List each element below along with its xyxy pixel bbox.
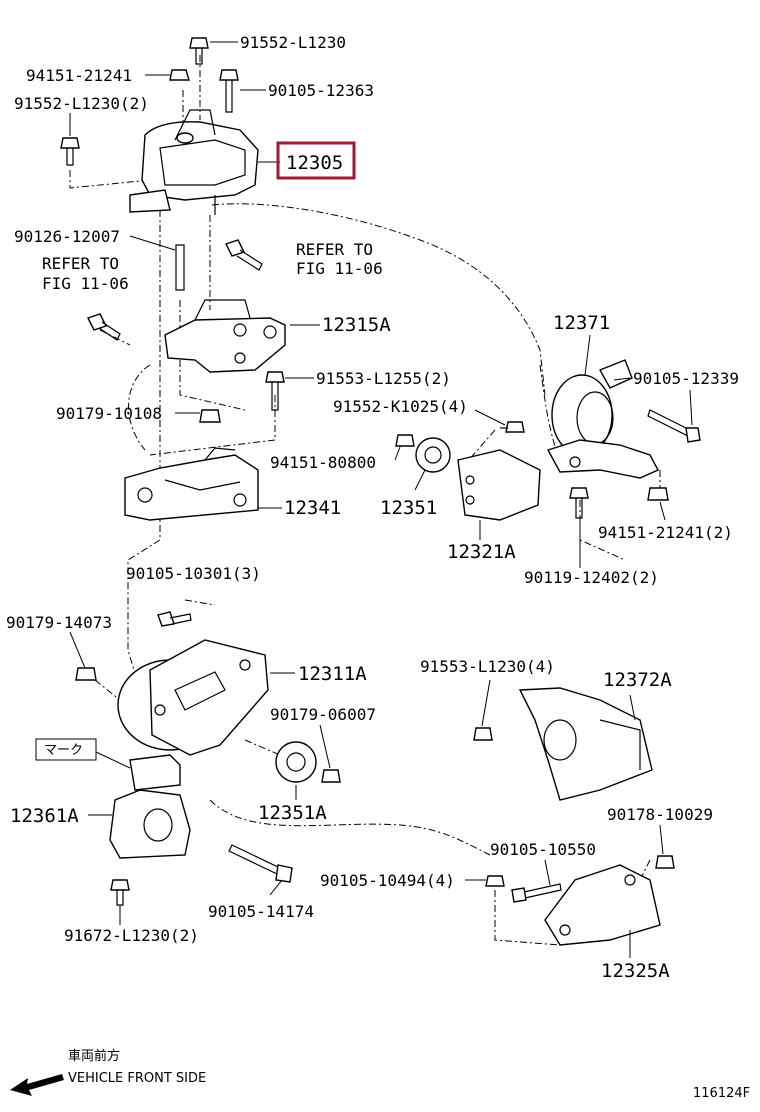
label-12351A[interactable]: 12351A (258, 802, 327, 824)
part-12325A-illustration (544, 864, 661, 946)
label-94151-80800[interactable]: 94151-80800 (270, 453, 376, 472)
label-90105-14174[interactable]: 90105-14174 (208, 902, 314, 921)
bolt-90105-10494 (485, 875, 505, 887)
nut-94151-21241-right (647, 487, 669, 501)
bolt-90119-12402 (569, 487, 589, 519)
bolt-90105-10550 (511, 883, 562, 903)
label-90178-10029[interactable]: 90178-10029 (607, 805, 713, 824)
bolt-91552-L1230-top (189, 37, 209, 65)
label-90105-10494-4[interactable]: 90105-10494(4) (320, 871, 455, 890)
label-12315A[interactable]: 12315A (322, 314, 391, 336)
part-12341-illustration (124, 447, 259, 521)
bolt-91553-L1230 (473, 727, 493, 741)
label-91552-L1230[interactable]: 91552-L1230 (240, 33, 346, 52)
nut-90178-10029 (655, 855, 675, 869)
label-90179-14073[interactable]: 90179-14073 (6, 613, 112, 632)
part-12321A-illustration (457, 449, 541, 521)
leader-lines (69, 41, 693, 958)
mark-box (35, 738, 97, 761)
part-12311A-illustration (117, 639, 269, 756)
label-12372A[interactable]: 12372A (603, 669, 672, 691)
bolt-90105-10301 (157, 611, 192, 627)
label-mark: マーク (44, 743, 83, 758)
label-90105-10550[interactable]: 90105-10550 (490, 840, 596, 859)
label-94151-21241[interactable]: 94151-21241 (26, 66, 132, 85)
label-12305[interactable]: 12305 (286, 152, 343, 174)
bolt-refer-right (225, 239, 263, 271)
arrow-left-icon (10, 1074, 64, 1096)
label-90105-12363[interactable]: 90105-12363 (268, 81, 374, 100)
nut-90179-14073 (75, 667, 97, 681)
bolt-91672-L1230 (110, 879, 130, 906)
part-12351-illustration (415, 437, 451, 473)
bolt-90105-14174 (228, 844, 293, 883)
part-labels: 91552-L1230 94151-21241 90105-12363 9155… (6, 33, 739, 982)
label-90105-10301-3[interactable]: 90105-10301(3) (126, 564, 261, 583)
label-91552-K1025-4[interactable]: 91552-K1025(4) (333, 397, 468, 416)
stud-90126-12007 (175, 244, 185, 291)
label-91672-L1230-2[interactable]: 91672-L1230(2) (64, 926, 199, 945)
bolt-91552-K1025 (500, 421, 525, 433)
refer-note-left-line2: FIG 11-06 (42, 274, 129, 293)
nut-90179-06007 (321, 769, 341, 783)
refer-note-right-line2: FIG 11-06 (296, 259, 383, 278)
bolt-refer-left (87, 313, 121, 341)
vehicle-front-indicator: 車両前方 VEHICLE FRONT SIDE (10, 1048, 206, 1096)
label-90126-12007[interactable]: 90126-12007 (14, 227, 120, 246)
highlight-box-12305 (276, 141, 356, 180)
label-90105-12339[interactable]: 90105-12339 (633, 369, 739, 388)
part-12371-illustration (546, 359, 659, 479)
part-12305-illustration (129, 109, 259, 215)
label-12351[interactable]: 12351 (380, 497, 437, 519)
label-91552-L1230-2[interactable]: 91552-L1230(2) (14, 94, 149, 113)
part-12315A-illustration (164, 299, 286, 373)
label-94151-21241-2[interactable]: 94151-21241(2) (598, 523, 733, 542)
refer-note-left-line1: REFER TO (42, 254, 119, 273)
label-91553-L1255-2[interactable]: 91553-L1255(2) (316, 369, 451, 388)
bolt-91553-L1255 (265, 371, 285, 411)
part-12372A-illustration (518, 687, 653, 801)
front-label-en: VEHICLE FRONT SIDE (68, 1071, 206, 1086)
part-12351A-illustration (275, 741, 317, 783)
label-90179-06007[interactable]: 90179-06007 (270, 705, 376, 724)
part-12361A-illustration (109, 754, 191, 859)
bolt-90105-12339 (647, 409, 701, 443)
label-91553-L1230-4[interactable]: 91553-L1230(4) (420, 657, 555, 676)
figure-code: 116124F (693, 1086, 750, 1101)
label-12361A[interactable]: 12361A (10, 805, 79, 827)
label-90179-10108[interactable]: 90179-10108 (56, 404, 162, 423)
nut-90179-10108 (199, 409, 221, 423)
bolt-90105-12363 (219, 69, 239, 113)
label-12325A[interactable]: 12325A (601, 960, 670, 982)
nut-94151-21241-top (169, 69, 190, 81)
label-90119-12402-2[interactable]: 90119-12402(2) (524, 568, 659, 587)
front-label-jp: 車両前方 (68, 1048, 120, 1064)
label-12341[interactable]: 12341 (284, 497, 341, 519)
label-12371[interactable]: 12371 (553, 312, 610, 334)
bolt-91552-L1230-left (60, 137, 80, 166)
label-12311A[interactable]: 12311A (298, 663, 367, 685)
label-12321A[interactable]: 12321A (447, 541, 516, 563)
nut-94151-80800 (395, 434, 415, 447)
refer-note-right-line1: REFER TO (296, 240, 373, 259)
